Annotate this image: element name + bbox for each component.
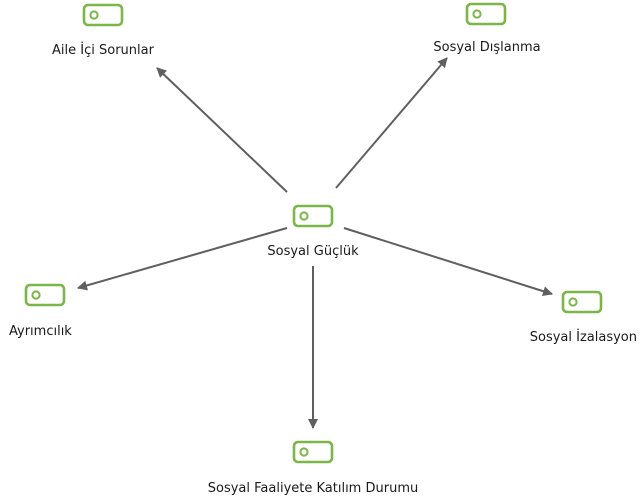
tag-icon <box>292 440 334 464</box>
edge-to-ayrimcilik <box>77 227 288 291</box>
node-sosyal-dislanma[interactable]: Sosyal Dışlanma <box>433 2 541 55</box>
node-ayrimcilik[interactable]: Ayrımcılık <box>9 283 72 339</box>
node-sosyal-izalasyon[interactable]: Sosyal İzalasyon <box>530 290 637 345</box>
node-label: Aile İçi Sorunlar <box>52 42 155 58</box>
tag-icon <box>24 283 66 307</box>
node-label: Sosyal Dışlanma <box>433 40 540 55</box>
tag-icon <box>292 204 334 228</box>
node-label: Sosyal Faaliyete Katılım Durumu <box>208 481 418 496</box>
node-label: Sosyal İzalasyon <box>530 329 637 345</box>
tag-icon <box>561 290 603 314</box>
node-sosyal-faaliyete-katilim[interactable]: Sosyal Faaliyete Katılım Durumu <box>208 440 418 496</box>
edge-to-izalasyon <box>343 227 553 297</box>
edge-to-aile <box>156 67 288 193</box>
node-label: Sosyal Güçlük <box>267 244 359 259</box>
node-aile-ici-sorunlar[interactable]: Aile İçi Sorunlar <box>52 3 155 58</box>
node-label: Ayrımcılık <box>9 324 72 339</box>
edge-to-dislanma <box>335 57 448 189</box>
tag-icon <box>465 2 507 26</box>
tag-icon <box>82 3 124 27</box>
edges <box>77 57 553 429</box>
node-sosyal-gucluk[interactable]: Sosyal Güçlük <box>267 204 359 259</box>
